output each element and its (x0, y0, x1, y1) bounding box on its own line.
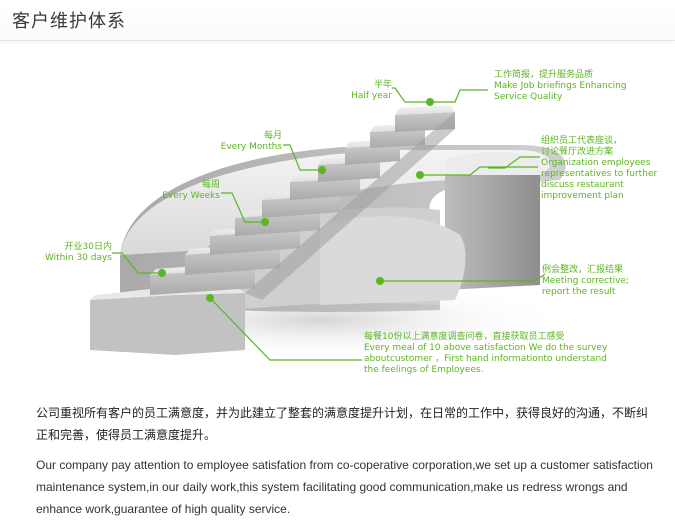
page-title: 客户维护体系 (12, 11, 126, 32)
staircase-illustration (70, 87, 570, 361)
callout-within-30-days: 开业30日内 Within 30 days (44, 242, 112, 263)
description-text: 公司重视所有客户的员工满意度，并为此建立了整套的满意度提升计划，在日常的工作中，… (36, 402, 656, 520)
description-chinese: 公司重视所有客户的员工满意度，并为此建立了整套的满意度提升计划，在日常的工作中，… (36, 406, 649, 442)
callout-lines (112, 87, 546, 361)
callout-half-year: 半年 Half year (351, 80, 392, 101)
header-bar: 客户维护体系 (0, 0, 675, 41)
callout-every-month: 每月 Every Months (220, 131, 282, 152)
callout-every-week: 每周 Every Weeks (162, 180, 220, 201)
callout-regular-rectify: 例会整改，汇报结果 Meeting corrective; report the… (542, 265, 630, 297)
callout-dots (158, 98, 434, 302)
callout-survey: 每餐10份以上满意度调查问卷，直接获取员工感受 Every meal of 10… (364, 332, 608, 375)
description-english: Our company pay attention to employee sa… (36, 458, 653, 516)
callout-staff-meeting: 组织员工代表座谈， 讨论餐厅改进方案 Organization employee… (541, 136, 658, 201)
maintenance-staircase-diagram: 半年 Half year 工作简报，提升服务品质 Make Job briefi… (0, 50, 675, 390)
callout-work-briefing: 工作简报，提升服务品质 Make Job briefings Enhancing… (494, 70, 627, 102)
stairs (90, 105, 455, 355)
